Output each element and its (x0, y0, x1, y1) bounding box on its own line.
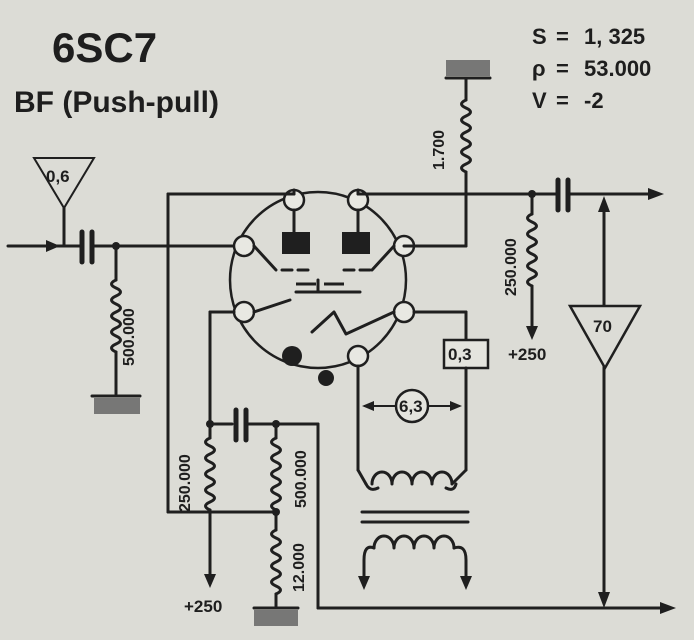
param-equals: = (556, 24, 569, 49)
load-resistor-right (526, 212, 538, 288)
supply-arrow (204, 574, 216, 588)
tube-title: 6SC7 (52, 24, 157, 71)
tube-pin (346, 344, 370, 368)
param-symbol: ρ (532, 56, 546, 81)
grid-resistor-label: 500.000 (121, 308, 138, 366)
tube-pin (282, 346, 302, 366)
param-equals: = (556, 88, 569, 113)
param-symbol: S (532, 24, 547, 49)
cathode-resistor (270, 528, 282, 596)
param-equals: = (556, 56, 569, 81)
ground-symbol (444, 60, 492, 80)
plate-resistor-top (460, 98, 472, 174)
tube-pin (232, 234, 256, 258)
input-capacitor (79, 229, 95, 265)
heater-current-box (442, 338, 490, 370)
output-gain-label: 70 (593, 317, 612, 336)
transformer-secondary-leads (362, 545, 468, 582)
tube-pin (232, 300, 256, 324)
heater-current-label: 0,3 (448, 345, 472, 364)
supply-left-label: +250 (184, 597, 222, 616)
junction-dot (272, 508, 280, 516)
arrow-head (460, 576, 472, 590)
param-value: 53.000 (584, 56, 651, 81)
param-value: -2 (584, 88, 604, 113)
tube-pin (392, 300, 416, 324)
tube-grids (252, 244, 396, 272)
coupling-capacitor (233, 407, 249, 443)
plate-resistor-top-label: 1.700 (431, 130, 448, 170)
tube-parameters: S = 1, 325 ρ = 53.000 V = -2 (532, 24, 651, 113)
tube-plate-right (342, 232, 370, 254)
arrow-head (598, 592, 610, 608)
heater-voltage-dimension (362, 388, 462, 424)
input-gain-triangle (32, 157, 96, 248)
output-arrow (660, 602, 676, 614)
ground-symbol (252, 606, 300, 626)
grid-resistor (110, 278, 122, 354)
tube-cathode (252, 278, 362, 314)
transformer-primary-leads (364, 482, 458, 491)
output-gain-triangle (567, 304, 643, 371)
tube-key (318, 370, 334, 386)
arrow-head (598, 196, 610, 212)
param-value: 1, 325 (584, 24, 645, 49)
param-symbol: V (532, 88, 547, 113)
divider-resistor (270, 436, 282, 512)
divider-resistor-label: 500.000 (293, 450, 310, 508)
cathode-resistor-label: 12.000 (291, 543, 308, 592)
output-capacitor (555, 177, 571, 213)
heater-voltage-label: 6,3 (399, 397, 423, 416)
circuit-subtitle: BF (Push-pull) (14, 86, 219, 119)
tube-heater (310, 310, 396, 336)
arrow-head (358, 576, 370, 590)
load-resistor-left-label: 250.000 (177, 454, 194, 512)
transformer-secondary (372, 534, 456, 550)
input-arrow (6, 240, 62, 252)
input-gain-label: 0,6 (46, 167, 70, 186)
tube-envelope (228, 188, 416, 386)
supply-arrow (526, 326, 538, 340)
supply-right-label: +250 (508, 345, 546, 364)
ground-symbol (90, 394, 142, 414)
tube-plate-left (282, 232, 310, 254)
transformer-primary (356, 468, 468, 486)
output-arrow (648, 188, 664, 200)
load-resistor-right-label: 250.000 (503, 238, 520, 296)
load-resistor-left (204, 436, 216, 512)
